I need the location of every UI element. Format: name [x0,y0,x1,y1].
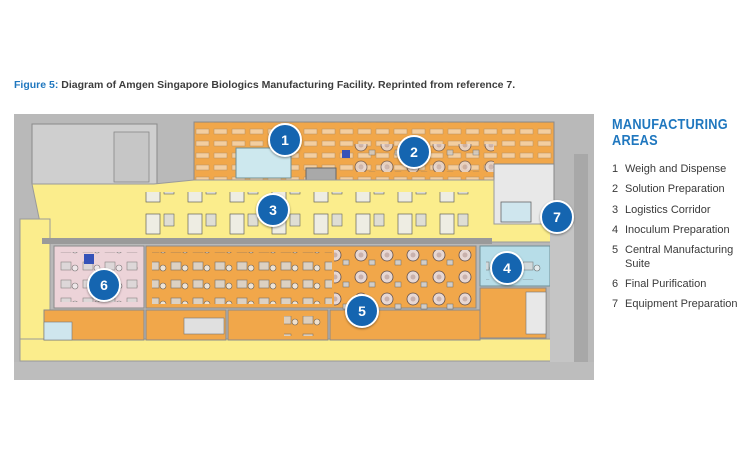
floor-plan-drawing [14,114,594,380]
map-marker-3: 3 [256,193,290,227]
legend-item-label: Final Purification [625,278,707,290]
legend-title-line-2: AREAS [612,132,658,149]
facility-floor-plan: 1 2 3 4 5 6 7 [14,114,594,380]
legend-item-number: 1 [612,163,619,175]
legend-item-number: 3 [612,204,619,216]
legend-item-number: 7 [612,298,619,310]
legend-item-label: Central Manufacturing Suite [625,244,734,270]
legend-item-label: Weigh and Dispense [625,163,727,175]
map-marker-4: 4 [490,251,524,285]
map-marker-6: 6 [87,268,121,302]
legend-title: MANUFACTURING AREAS [612,116,728,149]
legend-item-number: 4 [612,224,619,236]
legend-item-label: Logistics Corridor [625,204,711,216]
figure-caption: Figure 5: Diagram of Amgen Singapore Bio… [14,79,614,91]
legend-item-label: Solution Preparation [625,183,725,195]
legend-item-label: Inoculum Preparation [625,224,730,236]
map-marker-1: 1 [268,123,302,157]
legend-item-number: 5 [612,244,619,256]
legend-item-number: 2 [612,183,619,195]
legend-item-label: Equipment Preparation [625,298,738,310]
caption-text: Diagram of Amgen Singapore Biologics Man… [61,79,516,91]
legend-item-number: 6 [612,278,619,290]
figure-label: Figure 5: [14,79,59,91]
map-marker-5: 5 [345,294,379,328]
legend-title-line-1: MANUFACTURING [612,116,728,133]
map-marker-2: 2 [397,135,431,169]
map-marker-7: 7 [540,200,574,234]
